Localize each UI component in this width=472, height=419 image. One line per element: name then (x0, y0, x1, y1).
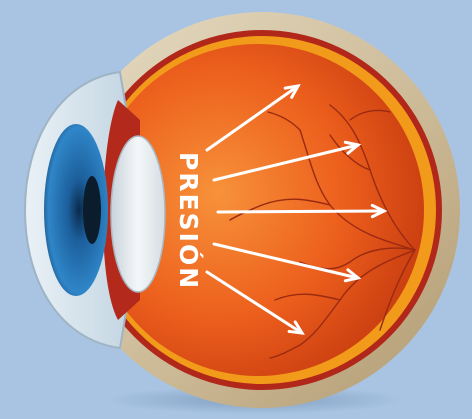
pressure-arrow-shaft (218, 211, 384, 212)
pressure-label: PRESIÓN (174, 152, 204, 290)
lens (111, 136, 165, 292)
pupil (83, 176, 101, 244)
